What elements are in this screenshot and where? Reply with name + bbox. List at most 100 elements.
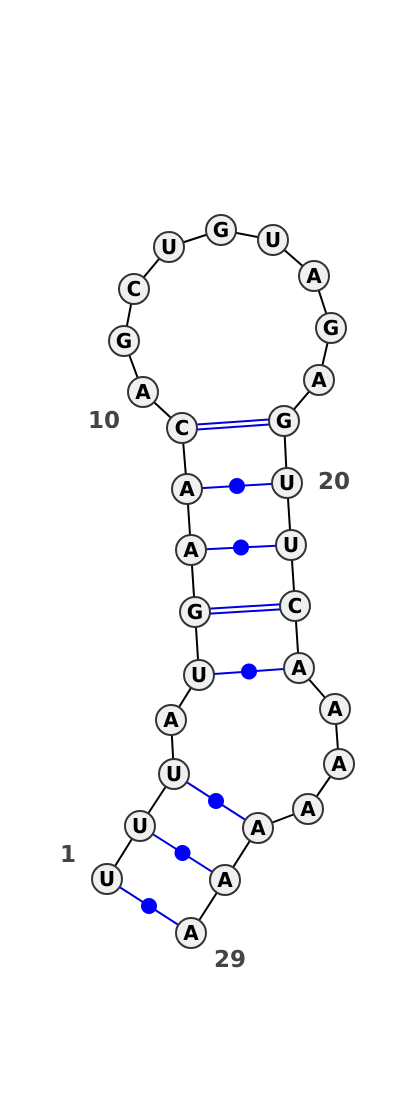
- nucleotide-letter: A: [311, 368, 327, 392]
- nucleotide-19: G: [268, 405, 300, 437]
- nucleotide-letter: U: [166, 762, 182, 786]
- nucleotide-circle: [127, 376, 159, 408]
- nucleotide-15: U: [257, 224, 289, 256]
- nucleotide-letter: U: [161, 235, 177, 259]
- pair-line-6-22-b: [209, 603, 280, 610]
- nucleotide-circle: [175, 917, 207, 949]
- pair-line-6-22-a: [210, 608, 281, 615]
- pair-dot-5-23: [241, 663, 257, 680]
- nucleotide-circle: [155, 704, 187, 736]
- nucleotide-11: G: [108, 325, 140, 357]
- pair-dot-3-27: [208, 793, 224, 809]
- position-label-29: 29: [214, 947, 246, 973]
- nucleotide-17: G: [315, 312, 347, 344]
- position-label-1: 1: [60, 842, 76, 868]
- nucleotide-circle: [283, 652, 315, 684]
- nucleotide-letter: A: [327, 697, 343, 721]
- pair-dot-8-20: [229, 478, 245, 494]
- nucleotide-18: A: [303, 364, 335, 396]
- nucleotide-letter: U: [99, 867, 115, 891]
- nucleotide-circle: [153, 231, 185, 263]
- nucleotide-circle: [158, 758, 190, 790]
- nucleotide-letter: A: [250, 816, 266, 840]
- position-label-layer: 1 10 20 29: [60, 408, 350, 973]
- nucleotide-letter: A: [217, 868, 233, 892]
- nucleotide-10: A: [127, 376, 159, 408]
- nucleotide-23: A: [283, 652, 315, 684]
- nucleotide-28: A: [209, 864, 241, 896]
- nucleotide-circle: [171, 473, 203, 505]
- nucleotide-letter: C: [288, 594, 303, 618]
- nucleotide-7: A: [175, 534, 207, 566]
- position-label-9: 10: [88, 408, 120, 434]
- nucleotide-circle: [166, 412, 198, 444]
- nucleotide-letter: A: [179, 477, 195, 501]
- nucleotide-25: A: [323, 748, 355, 780]
- pair-dot-2-28: [174, 845, 191, 861]
- nucleotide-letter: U: [132, 814, 148, 838]
- nucleotide-27: A: [242, 812, 274, 844]
- pair-dot-7-21: [233, 539, 249, 556]
- nucleotide-circle: [257, 224, 289, 256]
- nucleotide-letter: A: [331, 752, 347, 776]
- nucleotide-circle: [303, 364, 335, 396]
- nucleotide-letter: C: [175, 416, 190, 440]
- nucleotide-letter: C: [127, 277, 142, 301]
- nucleotide-14: G: [205, 214, 237, 246]
- nucleotide-circle: [179, 596, 211, 628]
- nucleotide-5: U: [183, 659, 215, 691]
- nucleotide-circle: [323, 748, 355, 780]
- nucleotide-2: U: [124, 810, 156, 842]
- nucleotide-letter: A: [306, 264, 322, 288]
- nucleotide-4: A: [155, 704, 187, 736]
- nucleotide-8: A: [171, 473, 203, 505]
- nucleotide-letter: G: [276, 409, 292, 433]
- pair-line-9-19-b: [196, 418, 269, 426]
- nucleotide-letter: U: [279, 471, 295, 495]
- nucleotide-letter: G: [187, 600, 203, 624]
- nucleotide-letter: U: [283, 533, 299, 557]
- nucleotide-letter: G: [213, 218, 229, 242]
- pair-dot-1-29: [141, 898, 157, 914]
- nucleotide-circle: [292, 793, 324, 825]
- nucleotide-6: G: [179, 596, 211, 628]
- pair-line-9-19-a: [197, 423, 270, 431]
- nucleotide-circle: [91, 863, 123, 895]
- nucleotide-circle: [183, 659, 215, 691]
- nucleotide-circle: [209, 864, 241, 896]
- nucleotide-circle: [175, 534, 207, 566]
- nucleotide-letter: U: [191, 663, 207, 687]
- nucleotide-letter: G: [116, 329, 132, 353]
- nucleotide-letter: A: [183, 921, 199, 945]
- nucleotide-24: A: [319, 693, 351, 725]
- nucleotide-21: U: [275, 529, 307, 561]
- position-label-20: 20: [318, 469, 350, 495]
- nucleotide-circle: [275, 529, 307, 561]
- nucleotide-letter: A: [183, 538, 199, 562]
- nucleotide-circle: [298, 260, 330, 292]
- nucleotide-letter: U: [265, 228, 281, 252]
- base-pair-layer: [119, 418, 285, 926]
- nucleotide-circle: [315, 312, 347, 344]
- nucleotide-circle: [205, 214, 237, 246]
- nucleotide-letter: A: [163, 708, 179, 732]
- nucleotide-circle: [124, 810, 156, 842]
- nucleotide-circle: [242, 812, 274, 844]
- nucleotide-26: A: [292, 793, 324, 825]
- nucleotide-9: C: [166, 412, 198, 444]
- nucleotide-letter: G: [323, 316, 339, 340]
- nucleotide-circle: [319, 693, 351, 725]
- nucleotide-29: A: [175, 917, 207, 949]
- nucleotide-12: C: [118, 273, 150, 305]
- nucleotide-letter: A: [135, 380, 151, 404]
- nucleotide-22: C: [279, 590, 311, 622]
- nucleotide-letter: A: [300, 797, 316, 821]
- nucleotide-circle: [118, 273, 150, 305]
- nucleotide-letter: A: [291, 656, 307, 680]
- nucleotide-13: U: [153, 231, 185, 263]
- nucleotide-16: A: [298, 260, 330, 292]
- nucleotide-20: U: [271, 467, 303, 499]
- nucleotide-circle: [268, 405, 300, 437]
